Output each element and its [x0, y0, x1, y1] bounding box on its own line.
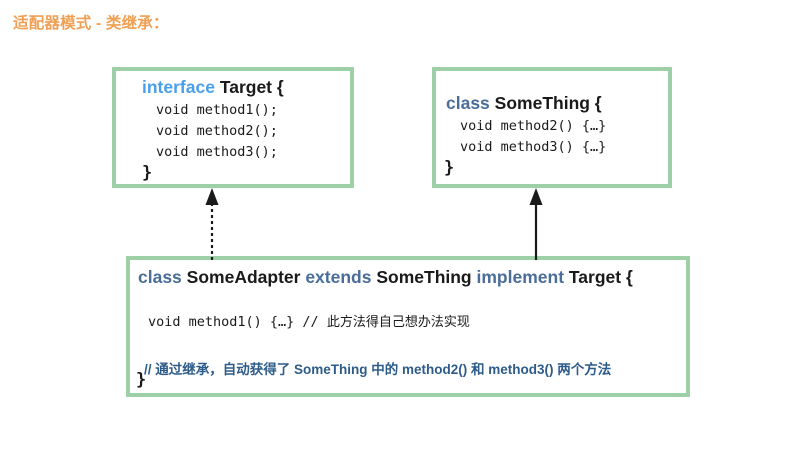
target-header: interface Target {: [142, 77, 284, 98]
keyword-extends: extends: [305, 267, 372, 287]
something-closing-brace: }: [444, 158, 455, 178]
keyword-implement: implement: [476, 267, 565, 287]
adapter-class-box: class SomeAdapter extends SomeThing impl…: [126, 256, 690, 397]
adapter-extends-name: SomeThing: [376, 267, 472, 287]
page-title: 适配器模式 - 类继承：: [13, 15, 169, 32]
adapter-class-name: SomeAdapter: [186, 267, 301, 287]
something-class-name: SomeThing {: [494, 93, 602, 113]
extends-arrow-head: [529, 188, 543, 205]
target-interface-box: interface Target { void method1(); void …: [112, 67, 354, 188]
adapter-implement-name: Target {: [568, 267, 633, 287]
adapter-method1-comment: 此方法得自己想办法实现: [326, 315, 470, 330]
extends-arrow: [529, 188, 543, 260]
target-method-1: void method1();: [156, 102, 278, 118]
target-method-3: void method3();: [156, 144, 278, 160]
keyword-class: class: [138, 267, 182, 287]
implements-arrow: [205, 188, 219, 260]
target-closing-brace: }: [142, 163, 153, 183]
adapter-inheritance-comment: // 通过继承，自动获得了 SomeThing 中的 method2() 和 m…: [144, 362, 612, 377]
something-class-box: class SomeThing { void method2() {…} voi…: [432, 67, 672, 188]
something-header: class SomeThing {: [446, 93, 602, 114]
adapter-closing-brace: }: [136, 370, 147, 390]
adapter-header: class SomeAdapter extends SomeThing impl…: [138, 267, 633, 288]
keyword-interface: interface: [142, 77, 215, 97]
something-method-2: void method2() {…}: [460, 118, 607, 134]
adapter-method1-line: void method1() {…} // 此方法得自己想办法实现: [148, 311, 470, 330]
something-method-3: void method3() {…}: [460, 139, 607, 155]
implements-arrow-head: [205, 188, 219, 205]
target-method-2: void method2();: [156, 123, 278, 139]
target-class-name: Target {: [219, 77, 284, 97]
adapter-method1-code: void method1() {…} //: [148, 314, 327, 330]
keyword-class: class: [446, 93, 490, 113]
